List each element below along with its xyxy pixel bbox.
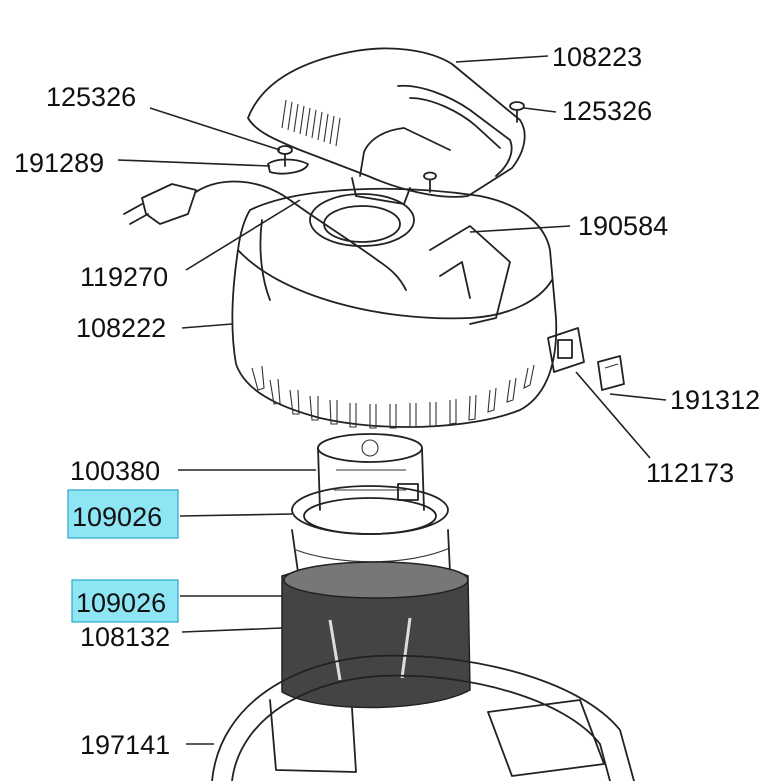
rocker-switch	[547, 327, 585, 373]
label-191289: 191289	[14, 148, 104, 178]
tank-lid-drawing	[211, 654, 635, 781]
highlight-109026-lower	[71, 579, 179, 623]
screw-center	[423, 171, 437, 193]
filter-drawing	[281, 561, 471, 709]
label-108132: 108132	[80, 622, 170, 652]
label-112173: 112173	[646, 458, 734, 488]
label-119270: 119270	[80, 262, 168, 292]
highlight-109026-upper	[67, 489, 179, 539]
label-100380: 100380	[70, 456, 160, 486]
label-109026-lower: 109026	[76, 588, 166, 618]
label-125326-right: 125326	[562, 96, 652, 126]
label-197141: 197141	[80, 730, 170, 760]
cable-clamp	[267, 158, 309, 175]
switch-cap	[597, 355, 625, 391]
motor-drawing	[317, 433, 425, 511]
power-plug-and-cord	[123, 180, 407, 291]
label-108222: 108222	[76, 313, 166, 343]
label-108223: 108223	[552, 42, 642, 72]
label-190584: 190584	[578, 211, 668, 241]
motor-cover-drawing	[247, 47, 526, 198]
label-125326-left: 125326	[46, 82, 136, 112]
screw-left	[277, 145, 293, 167]
label-109026-upper: 109026	[72, 502, 162, 532]
screw-right	[509, 101, 525, 123]
label-191312: 191312	[670, 385, 760, 415]
motor-housing-drawing	[231, 177, 558, 429]
gasket-ring-upper	[291, 485, 449, 535]
leader-lines	[117, 55, 667, 745]
